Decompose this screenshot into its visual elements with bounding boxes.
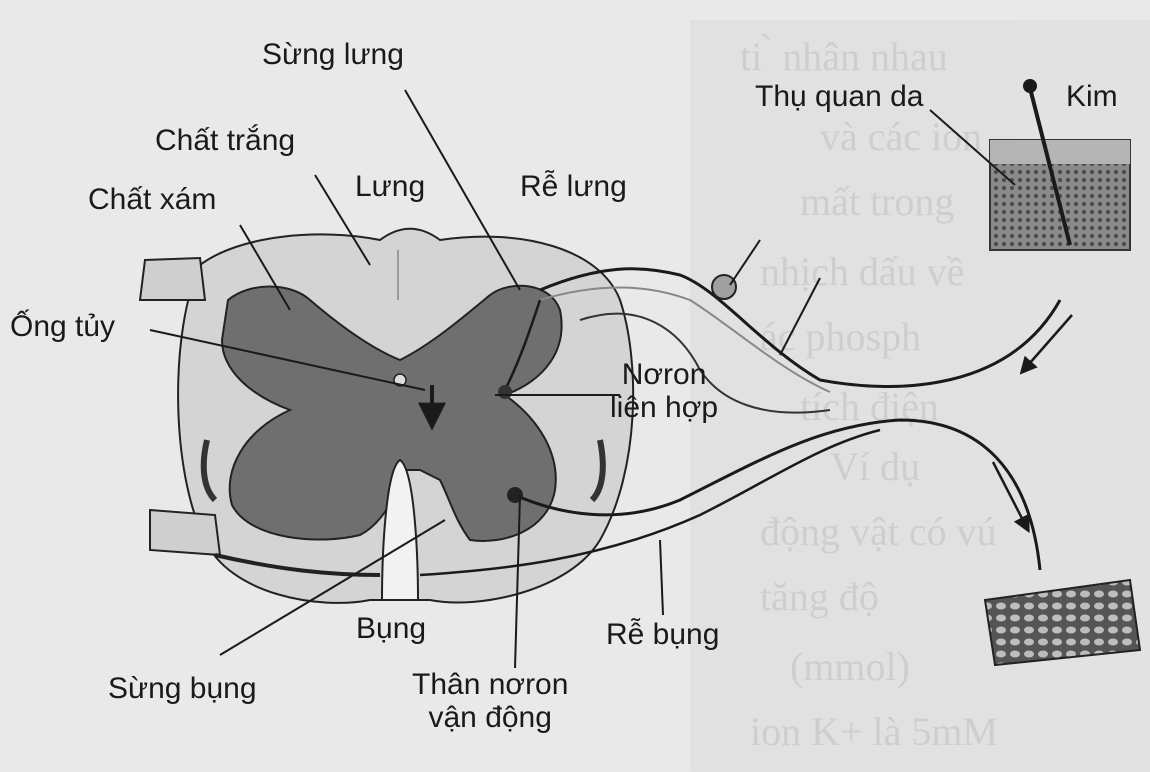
label-ventral: Bụng bbox=[356, 612, 426, 645]
spinal-cord bbox=[140, 229, 633, 603]
label-central-canal: Ống tủy bbox=[10, 310, 115, 343]
svg-text:động vật có vú: động vật có vú bbox=[760, 509, 997, 554]
svg-text:nhịch dấu về: nhịch dấu về bbox=[760, 249, 964, 294]
label-skin-receptor: Thụ quan da bbox=[755, 80, 923, 113]
svg-text:và các ion: và các ion bbox=[820, 114, 982, 159]
label-motor-neuron-line1: Thân nơron bbox=[412, 668, 568, 701]
background-text: ti ̀ nhân nhau và các ion mất trong nhịc… bbox=[690, 20, 1150, 772]
svg-text:ti ̀ nhân nhau: ti ̀ nhân nhau bbox=[740, 34, 948, 79]
label-dorsal: Lưng bbox=[355, 170, 425, 203]
svg-text:ion K+ là 5mM: ion K+ là 5mM bbox=[750, 709, 998, 754]
svg-text:(mmol): (mmol) bbox=[790, 644, 910, 689]
label-motor-neuron-line2: vận động bbox=[412, 701, 568, 734]
svg-text:ác phosph: ác phosph bbox=[760, 314, 921, 359]
label-dorsal-horn: Sừng lưng bbox=[262, 38, 404, 71]
svg-text:Ví dụ: Ví dụ bbox=[830, 444, 920, 489]
svg-text:mất trong: mất trong bbox=[800, 179, 954, 224]
label-interneuron-line2: liên hợp bbox=[610, 391, 718, 424]
label-motor-neuron-body: Thân nơron vận động bbox=[412, 668, 568, 734]
label-interneuron-line1: Nơron bbox=[610, 358, 718, 391]
label-dorsal-root: Rễ lưng bbox=[520, 170, 627, 203]
label-needle: Kim bbox=[1066, 80, 1118, 113]
label-white-matter: Chất trắng bbox=[155, 124, 295, 157]
label-grey-matter: Chất xám bbox=[88, 183, 216, 216]
svg-text:tăng độ: tăng độ bbox=[760, 574, 879, 619]
left-ventral-stub bbox=[150, 510, 220, 555]
label-ventral-root: Rễ bụng bbox=[606, 618, 719, 651]
label-interneuron: Nơron liên hợp bbox=[610, 358, 718, 424]
label-ventral-horn: Sừng bụng bbox=[108, 672, 257, 705]
skin-receptor-icon bbox=[990, 140, 1130, 250]
dorsal-root-ganglion bbox=[712, 275, 736, 299]
left-dorsal-stub bbox=[140, 258, 205, 300]
